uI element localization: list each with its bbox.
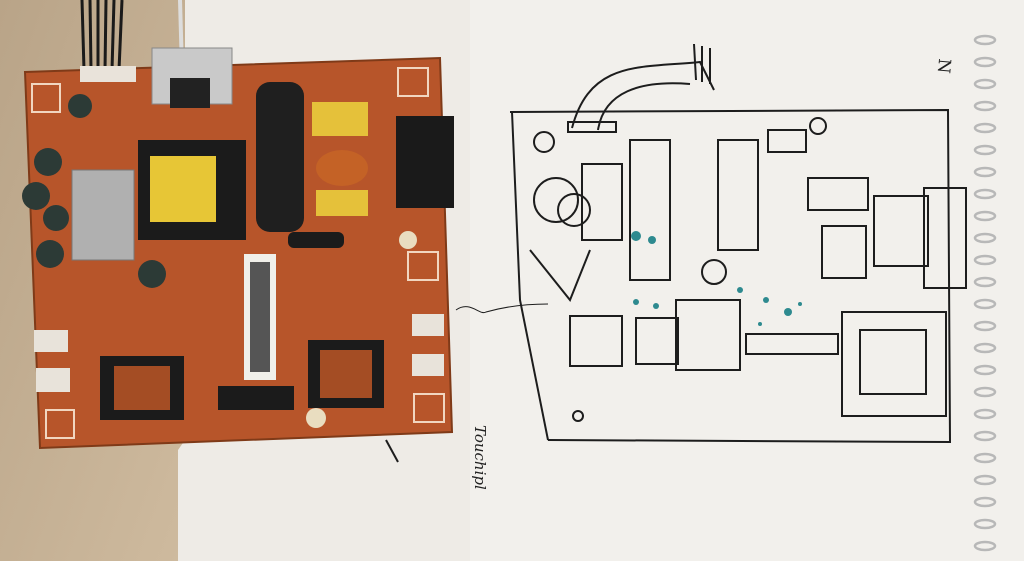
spiral-binding — [973, 34, 997, 552]
page-mark: N — [932, 57, 955, 75]
power-supply-pcb — [22, 47, 454, 450]
handwritten-note: Touchipl — [471, 425, 489, 490]
teal-ink-splatter — [631, 231, 802, 326]
board-sketch — [385, 43, 967, 463]
